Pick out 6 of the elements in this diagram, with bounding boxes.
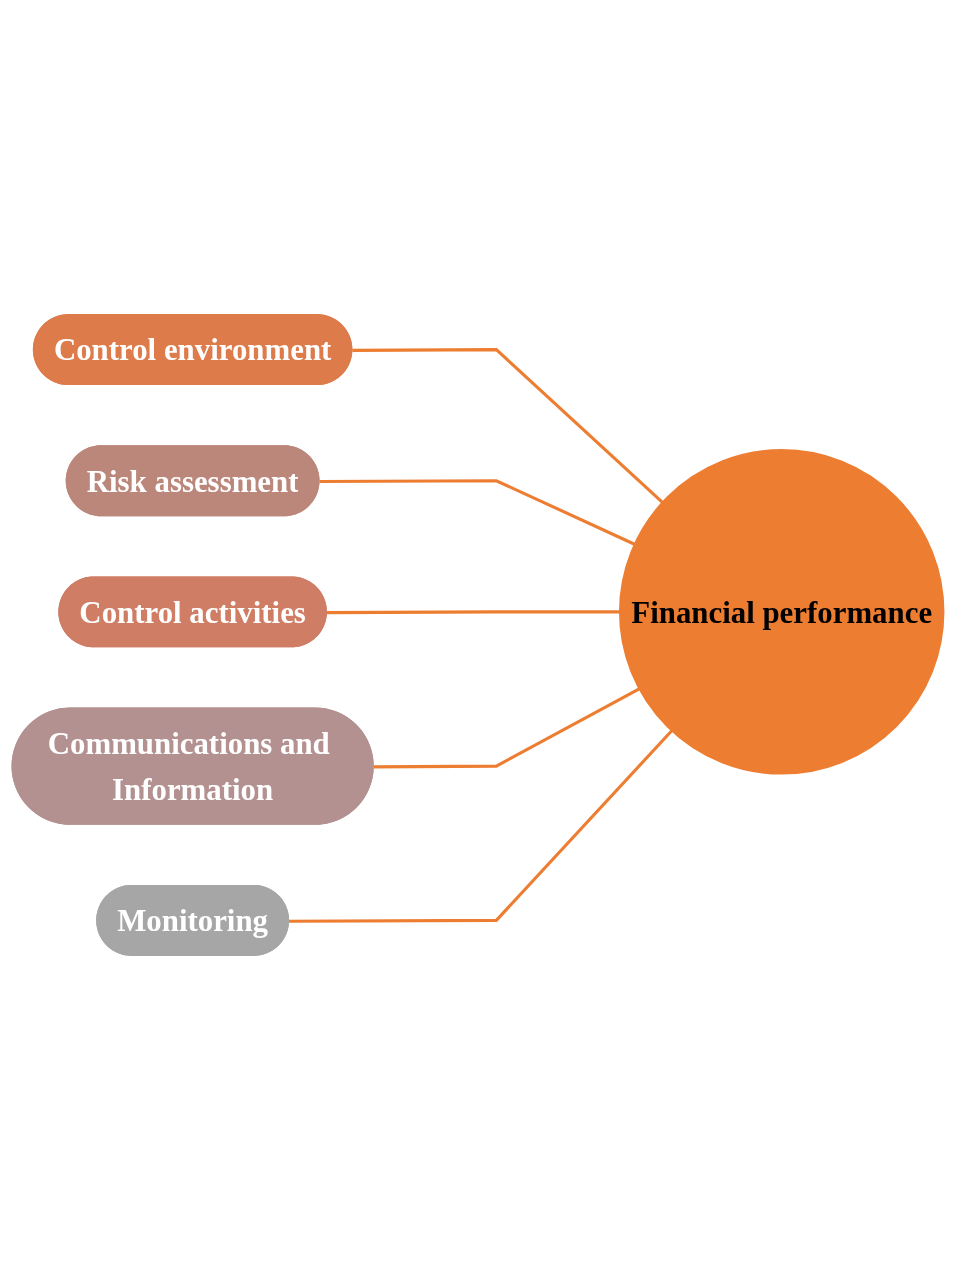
connector bbox=[289, 729, 673, 923]
connector bbox=[326, 610, 620, 615]
connector bbox=[352, 348, 664, 504]
connector bbox=[319, 479, 636, 546]
node-circle bbox=[618, 449, 945, 775]
connector bbox=[373, 687, 640, 769]
